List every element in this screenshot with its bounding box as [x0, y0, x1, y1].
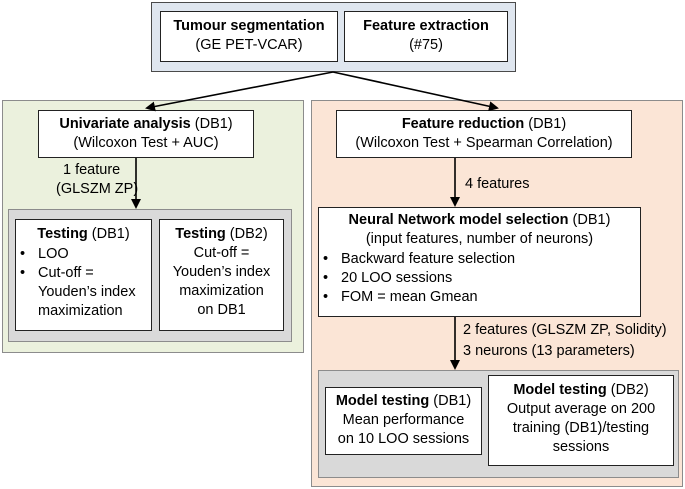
feature-reduction-title: Feature reduction	[401, 116, 525, 132]
feature-reduction-subtitle: (Wilcoxon Test + Spearman Correlation)	[355, 135, 613, 151]
testing-db1-maximization: maximization	[38, 303, 123, 319]
testing-db1-youden: Youden’s index	[38, 284, 136, 300]
nn-model-selection-box: Neural Network model selection (DB1) (in…	[318, 207, 641, 317]
feature-extraction-box: Feature extraction (#75)	[344, 11, 508, 62]
two-features-label: 2 features (GLSZM ZP, Solidity)	[463, 322, 667, 338]
testing-db1-db: (DB1)	[87, 226, 130, 242]
model-testing-db2-heading: Model testing (DB2)	[489, 381, 673, 400]
tumour-segmentation-box: Tumour segmentation (GE PET-VCAR)	[160, 11, 338, 62]
model-testing-db2-line-2: training (DB1)/testing	[512, 420, 650, 436]
model-testing-db2-db: (DB2)	[606, 382, 649, 398]
testing-db2-title: Testing	[175, 226, 226, 242]
nn-model-selection-title: Neural Network model selection	[348, 212, 569, 228]
univariate-analysis-box: Univariate analysis (DB1) (Wilcoxon Test…	[38, 110, 254, 158]
model-testing-db1-line-1: Mean performance	[342, 412, 465, 428]
testing-db2-line-4: on DB1	[197, 302, 246, 318]
univariate-analysis-heading: Univariate analysis (DB1)	[39, 115, 253, 134]
tumour-segmentation-title: Tumour segmentation	[173, 18, 325, 34]
testing-db2-line-1: Cut-off =	[193, 245, 250, 261]
testing-db1-item-cutoff: Cut-off =	[16, 264, 151, 283]
nn-model-selection-heading: Neural Network model selection (DB1)	[319, 211, 640, 230]
model-testing-db1-line-2: on 10 LOO sessions	[337, 431, 470, 447]
feature-reduction-db: (DB1)	[524, 116, 567, 132]
model-testing-db2-box: Model testing (DB2) Output average on 20…	[488, 375, 674, 466]
testing-db1-title: Testing	[37, 226, 88, 242]
testing-db1-list: LOO Cut-off =	[16, 245, 151, 283]
tumour-segmentation-subtitle: (GE PET-VCAR)	[195, 37, 303, 53]
univariate-analysis-subtitle: (Wilcoxon Test + AUC)	[73, 135, 219, 151]
feature-extraction-subtitle: (#75)	[409, 37, 443, 53]
testing-db2-box: Testing (DB2) Cut-off = Youden’s index m…	[159, 219, 284, 331]
three-neurons-label: 3 neurons (13 parameters)	[463, 343, 635, 359]
feature-extraction-title: Feature extraction	[363, 18, 489, 34]
four-features-label: 4 features	[465, 176, 530, 192]
testing-db1-item-loo: LOO	[16, 245, 151, 264]
model-testing-db2-line-1: Output average on 200	[506, 401, 656, 417]
nn-item-fom: FOM = mean Gmean	[319, 288, 640, 307]
model-testing-db1-title: Model testing	[335, 393, 430, 409]
model-testing-db1-heading: Model testing (DB1)	[326, 392, 481, 411]
univariate-analysis-title: Univariate analysis	[59, 116, 191, 132]
model-testing-db2-line-3: sessions	[552, 439, 610, 455]
model-testing-db2-title: Model testing	[513, 382, 607, 398]
univariate-analysis-db: (DB1)	[190, 116, 233, 132]
testing-db2-heading: Testing (DB2)	[160, 225, 283, 244]
nn-model-selection-db: (DB1)	[568, 212, 611, 228]
arrow-top-to-univariate	[145, 71, 334, 112]
nn-model-selection-list: Backward feature selection 20 LOO sessio…	[319, 250, 640, 307]
glszm-zp-label: (GLSZM ZP)	[56, 181, 139, 197]
one-feature-label: 1 feature	[63, 162, 121, 178]
nn-model-selection-subtitle: (input features, number of neurons)	[365, 231, 594, 247]
testing-db1-heading: Testing (DB1)	[16, 225, 151, 244]
nn-item-loo-sessions: 20 LOO sessions	[319, 269, 640, 288]
nn-item-backward-selection: Backward feature selection	[319, 250, 640, 269]
feature-reduction-heading: Feature reduction (DB1)	[337, 115, 631, 134]
testing-db1-box: Testing (DB1) LOO Cut-off = Youden’s ind…	[15, 219, 152, 331]
model-testing-db1-box: Model testing (DB1) Mean performance on …	[325, 387, 482, 455]
arrow-top-to-reduction	[332, 71, 499, 112]
feature-reduction-box: Feature reduction (DB1) (Wilcoxon Test +…	[336, 110, 632, 158]
testing-db2-line-3: maximization	[179, 283, 264, 299]
model-testing-db1-db: (DB1)	[429, 393, 472, 409]
testing-db2-line-2: Youden’s index	[172, 264, 271, 280]
testing-db2-db: (DB2)	[225, 226, 268, 242]
